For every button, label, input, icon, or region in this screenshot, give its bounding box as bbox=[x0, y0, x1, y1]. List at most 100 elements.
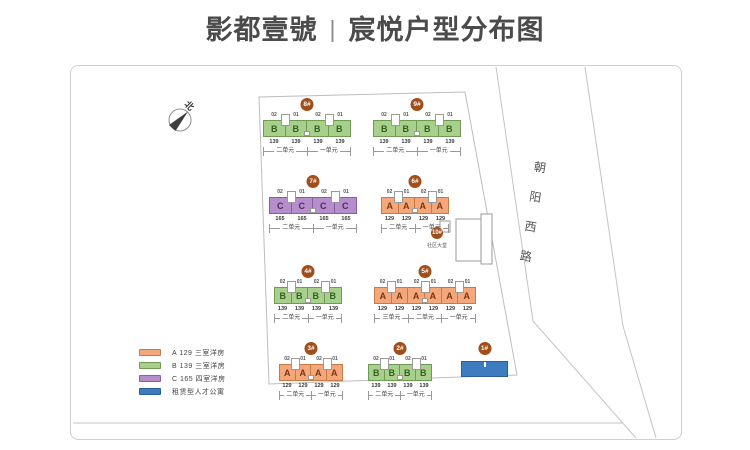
bracket-tick bbox=[342, 391, 344, 400]
unit-area: 129 bbox=[282, 383, 292, 389]
bracket-line bbox=[335, 318, 342, 319]
title-separator: | bbox=[329, 16, 337, 42]
bracket-tick bbox=[399, 391, 401, 400]
legend-label-b: B 139 三室洋房 bbox=[172, 362, 226, 370]
unit-area: 139 bbox=[328, 306, 339, 312]
bracket-line bbox=[436, 318, 442, 319]
unit-area: 165 bbox=[297, 216, 307, 222]
unit-number: 02 bbox=[277, 189, 283, 195]
bracket-line bbox=[415, 228, 421, 229]
bracket-line bbox=[408, 318, 414, 319]
bracket-line bbox=[311, 395, 316, 396]
bracket-line bbox=[375, 318, 381, 319]
bracket-line bbox=[400, 395, 405, 396]
bracket-line bbox=[302, 318, 308, 319]
legend: A 129 三室洋房 B 139 三室洋房 C 165 四室洋房 租赁型人才公寓 bbox=[139, 349, 226, 396]
unit-area: 129 bbox=[377, 306, 388, 312]
stair-core bbox=[330, 191, 340, 203]
lobby-label: 社区大堂 bbox=[426, 243, 447, 249]
stair-core bbox=[390, 114, 400, 126]
legend-label-c: C 165 四室洋房 bbox=[172, 375, 226, 383]
bracket-line bbox=[449, 151, 461, 152]
bracket-line bbox=[270, 228, 281, 229]
unit-number: 01 bbox=[343, 189, 349, 195]
legend-item-b: B 139 三室洋房 bbox=[139, 362, 226, 370]
unit-number: 02 bbox=[373, 356, 379, 362]
bracket-tick bbox=[475, 314, 477, 323]
unit-number: 02 bbox=[379, 279, 386, 285]
bracket-line bbox=[469, 318, 476, 319]
unit-number: 02 bbox=[313, 279, 320, 285]
bracket-line bbox=[296, 151, 307, 152]
stair-core bbox=[393, 191, 403, 203]
section-label: 一单元 bbox=[325, 225, 344, 231]
unit-number: 02 bbox=[316, 356, 322, 362]
bracket-line bbox=[308, 318, 314, 319]
unit-area: 139 bbox=[387, 383, 397, 389]
unit-area: 165 bbox=[341, 216, 351, 222]
unit-number: 01 bbox=[296, 279, 303, 285]
unit-area: 139 bbox=[313, 139, 323, 145]
unit-area: 139 bbox=[371, 383, 381, 389]
unit-area: 139 bbox=[311, 306, 322, 312]
unit-number: 01 bbox=[293, 112, 299, 118]
unit-area: 129 bbox=[314, 383, 324, 389]
unit-area: 129 bbox=[462, 306, 473, 312]
unit-number: 02 bbox=[405, 356, 411, 362]
building-number-badge: 6# bbox=[408, 175, 422, 188]
bracket-tick bbox=[269, 224, 270, 233]
unit-area: 139 bbox=[291, 139, 301, 145]
bracket-tick bbox=[416, 147, 418, 156]
building-number-badge: 7# bbox=[306, 175, 320, 188]
bracket-line bbox=[337, 395, 343, 396]
bracket-line bbox=[442, 228, 449, 229]
unit-number: 02 bbox=[413, 279, 420, 285]
title-subtitle: 宸悦户型分布图 bbox=[348, 15, 545, 45]
lobby-badge: 10# bbox=[431, 227, 443, 239]
bracket-line bbox=[369, 395, 374, 396]
bracket-line bbox=[275, 318, 281, 319]
bracket-tick bbox=[441, 314, 443, 323]
bracket-tick bbox=[373, 147, 374, 156]
bracket-tick bbox=[310, 391, 312, 400]
bracket-tick bbox=[263, 147, 264, 156]
unit-area: 139 bbox=[277, 306, 288, 312]
stair-core bbox=[434, 114, 444, 126]
unit-area: 129 bbox=[401, 216, 412, 222]
unit-area: 129 bbox=[435, 216, 446, 222]
building-number-badge: 8# bbox=[300, 98, 314, 111]
unit-number: 02 bbox=[420, 189, 427, 195]
building-notch bbox=[304, 131, 310, 136]
building-number-badge: 3# bbox=[304, 342, 318, 355]
bracket-tick bbox=[414, 224, 416, 233]
stair-core bbox=[420, 281, 430, 293]
unit-number: 01 bbox=[464, 279, 471, 285]
unit-number: 01 bbox=[330, 279, 337, 285]
section-label: 一单元 bbox=[429, 148, 448, 154]
unit-area: 129 bbox=[394, 306, 405, 312]
stair-core bbox=[427, 191, 437, 203]
section-bracket: 二单元一单元 bbox=[263, 147, 352, 156]
unit-area: 139 bbox=[403, 383, 413, 389]
bracket-line bbox=[426, 395, 432, 396]
unit-area: 129 bbox=[411, 306, 422, 312]
unit-area: 139 bbox=[294, 306, 305, 312]
section-label: 二单元 bbox=[386, 148, 405, 154]
unit-number: 02 bbox=[315, 112, 321, 118]
stair-core bbox=[322, 358, 332, 370]
stair-core bbox=[386, 281, 396, 293]
bracket-tick bbox=[381, 224, 382, 233]
bracket-line bbox=[345, 228, 357, 229]
